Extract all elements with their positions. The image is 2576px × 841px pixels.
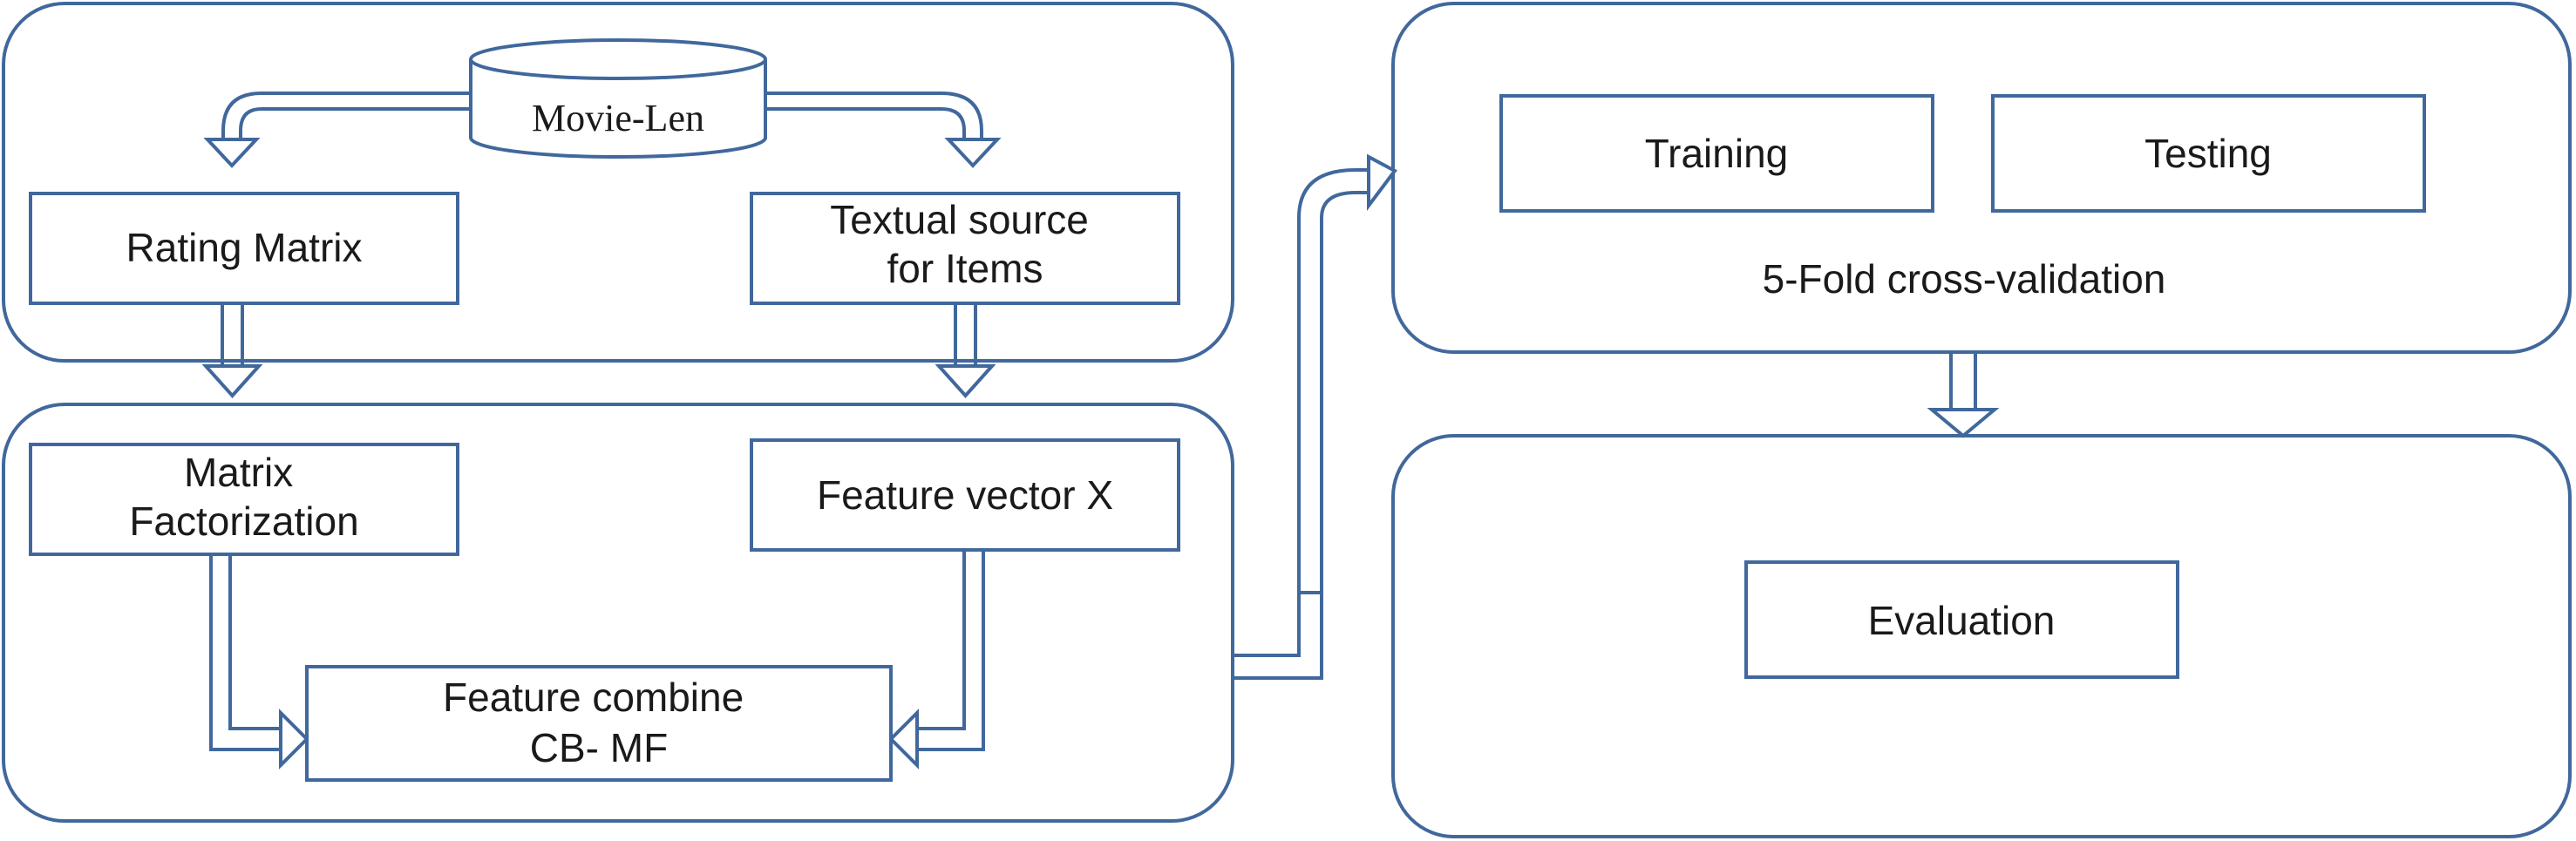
flow-arrow-icon: [203, 92, 471, 168]
testing-box: [1991, 94, 2426, 213]
validation-group: [1391, 2, 2572, 354]
testing-label: Testing: [2144, 131, 2272, 176]
feature-combine-box: [305, 665, 893, 782]
flow-arrow-icon: [935, 303, 996, 398]
rating-matrix-box: [29, 192, 459, 305]
data-source-group: [2, 2, 1234, 363]
flow-arrow-icon: [209, 554, 309, 770]
evaluation-box: [1744, 560, 2179, 679]
database-label: Movie-Len: [532, 97, 704, 139]
flow-arrow-icon: [765, 92, 1002, 168]
feature-combine-line-1: Feature combine: [443, 675, 744, 720]
textual-source-box: [750, 192, 1180, 305]
flow-arrow-icon: [1233, 153, 1397, 680]
feature-processing-group: [2, 403, 1234, 823]
matrix-factorization-box: [29, 443, 459, 556]
textual-source-label: Textual source for Items: [830, 197, 1099, 291]
matrix-factorization-line-2: Factorization: [129, 498, 358, 544]
database-cylinder-icon: [469, 38, 767, 159]
training-label: Training: [1645, 131, 1788, 176]
evaluation-group: [1391, 434, 2572, 838]
evaluation-label: Evaluation: [1868, 598, 2056, 643]
cross-validation-label: 5-Fold cross-validation: [1763, 256, 2166, 302]
flow-arrow-icon: [201, 303, 263, 398]
flow-arrow-icon: [1927, 352, 2000, 438]
training-box: [1499, 94, 1934, 213]
rating-matrix-label: Rating Matrix: [126, 225, 363, 270]
textual-source-line-2: for Items: [887, 246, 1043, 291]
feature-vector-label: Feature vector X: [817, 472, 1113, 518]
feature-combine-label: Feature combine CB- MF: [443, 675, 755, 770]
flow-arrow-icon: [888, 550, 985, 770]
feature-combine-line-2: CB- MF: [530, 725, 668, 770]
matrix-factorization-label: Matrix Factorization: [129, 450, 358, 544]
matrix-factorization-line-1: Matrix: [184, 450, 293, 495]
textual-source-line-1: Textual source: [830, 197, 1089, 242]
feature-vector-box: [750, 438, 1180, 552]
